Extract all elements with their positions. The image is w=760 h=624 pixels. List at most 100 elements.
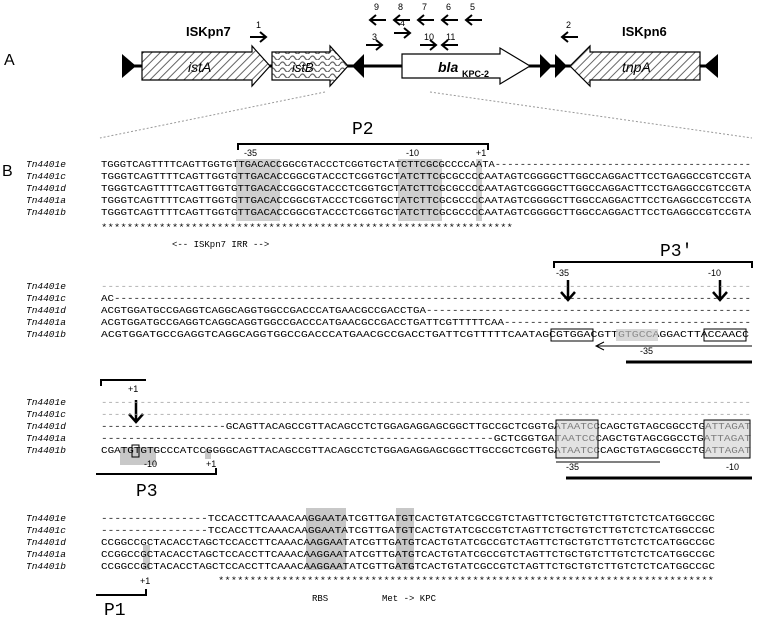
panel-a-label: A (4, 52, 15, 69)
primer-8-arrow (392, 14, 410, 26)
block3-minus10-box (120, 447, 156, 465)
block1-sequence: TGGGTCAGTTTTCAGTTGGTGTTGACACCGGCGTACCCTC… (101, 171, 751, 182)
block4-sequence: CCGGCCGCTACACCTAGCTCCACCTTCAAACAAGGAATAT… (101, 561, 715, 572)
bla-subscript: KPC-2 (462, 69, 489, 79)
zoom-line-left (99, 91, 326, 139)
block1-sequence: TGGGTCAGTTTTCAGTTGGTGTTGACACCGGCGTACCCTC… (101, 159, 751, 170)
block3-minus35: -35 (566, 462, 579, 472)
block4-plus1: +1 (140, 576, 150, 586)
primer-7-arrow (416, 14, 434, 26)
bla-label: bla (438, 59, 458, 75)
block4-identity-stars: ****************************************… (218, 575, 714, 586)
block2-minus35-frame (550, 328, 594, 342)
block3-plus1: +1 (128, 384, 138, 394)
p3prime-minus35-down-arrow (560, 280, 576, 302)
bla-kpc-arrow (401, 46, 532, 86)
primer-label-7: 7 (422, 2, 427, 12)
rbs-box (306, 508, 346, 570)
block2-minus10-frame (703, 328, 747, 342)
block1-minus35: -35 (244, 148, 257, 158)
block3-sequence: CGATGTGTGCCCATCCGGGGCAGTTACAGCCGTTACAGCC… (101, 445, 751, 456)
primer-arrows (250, 14, 578, 51)
istB-label: istB (292, 60, 314, 75)
primer-label-10: 10 (424, 32, 434, 42)
block1-row-label: Tn4401c (26, 171, 66, 182)
block1-plus1: +1 (476, 148, 486, 158)
p3prime-minus10-down-arrow (712, 280, 728, 302)
primer-4-arrow (394, 27, 412, 39)
rbs-label: RBS (312, 594, 328, 604)
block3-minus10-shade (704, 420, 750, 458)
block2-row-label: Tn4401a (26, 317, 66, 328)
block3-minus10-frame (703, 419, 751, 459)
start-codon-box (396, 508, 414, 570)
block2-row-label: Tn4401e (26, 281, 66, 292)
primer-11-arrow (440, 39, 458, 51)
primer-label-8: 8 (398, 2, 403, 12)
block2-sequence: AC--------------------------------------… (101, 293, 751, 304)
iskpn7-irr-label: <-- ISKpn7 IRR --> (172, 240, 269, 250)
p1-bracket (96, 589, 147, 596)
block3-plus1b: +1 (206, 459, 216, 469)
p3prime-label: P3′ (660, 242, 692, 262)
ir-triangle-right (704, 54, 718, 78)
block2-sequence: ACGTGGATGCCGAGGTCAGGCAGGTGGCCGACCCATGAAC… (101, 329, 749, 340)
block3-minus10b: -10 (726, 462, 739, 472)
block4-sequence: ----------------TCCACCTTCAAACAAGGAATATCG… (101, 525, 715, 536)
primer-6-arrow (440, 14, 458, 26)
block4-row-label: Tn4401d (26, 537, 66, 548)
block1-minus10: -10 (406, 148, 419, 158)
primer-1-arrow (250, 31, 268, 43)
block1-minus10-box (398, 159, 442, 221)
block3-row-label: Tn4401d (26, 421, 66, 432)
p3-bracket-top (100, 379, 146, 386)
block4-row-label: Tn4401c (26, 525, 66, 536)
block2-minus35-rev: -35 (640, 346, 653, 356)
block3-minus35-frame (555, 419, 599, 459)
istB-arrow (271, 44, 349, 88)
p1-label: P1 (104, 601, 126, 621)
ir-triangle-iskpn7-right (352, 54, 364, 78)
block2-reverse-arrow (594, 341, 752, 351)
block2-minus10: -10 (708, 268, 721, 278)
iskpn7-label: ISKpn7 (186, 24, 231, 39)
block4-row-label: Tn4401e (26, 513, 66, 524)
block3-row-label: Tn4401e (26, 397, 66, 408)
primer-label-3: 3 (372, 32, 377, 42)
primer-2-arrow (560, 31, 578, 43)
block3-sequence: -------------------GCAGTTACAGCCGTTACAGCC… (101, 421, 751, 432)
block1-sequence: TGGGTCAGTTTTCAGTTGGTGTTGACACCGGCGTACCCTC… (101, 207, 751, 218)
block4-sequence: CCGGCCGCTACACCTAGCTCCACCTTCAAACAAGGAATAT… (101, 549, 715, 560)
primer-10-arrow (420, 39, 438, 51)
p2-label: P2 (352, 120, 374, 140)
block3: Tn4401e Tn4401c Tn4401d Tn4401a Tn4401b … (26, 397, 751, 456)
ir-triangle-iskpn6-left (540, 54, 552, 78)
istA-arrow (141, 44, 271, 88)
block3-row-label: Tn4401b (26, 445, 66, 456)
block3-minus10: -10 (144, 459, 157, 469)
met-kpc-label: Met -> KPC (382, 594, 437, 604)
block4-sequence: ----------------TCCACCTTCAAACAAGGAATATCG… (101, 513, 715, 524)
block2-row-label: Tn4401c (26, 293, 66, 304)
block1-row-label: Tn4401a (26, 195, 66, 206)
block1-sequence: TGGGTCAGTTTTCAGTTGGTGTTGACACCGGCGTACCCTC… (101, 195, 751, 206)
ir-triangle-iskpn6-left2 (555, 54, 567, 78)
p2-bracket (237, 143, 489, 150)
block3-sequence: ----------------------------------------… (101, 433, 751, 444)
block2-sequence: ACGTGGATGCCGAGGTCAGGCAGGTGGCCGACCCATGAAC… (101, 317, 751, 328)
block3-sequence: ----------------------------------------… (101, 409, 751, 420)
p3-label: P3 (136, 482, 158, 502)
block1-row-label: Tn4401e (26, 159, 66, 170)
block3-tss-frame (131, 444, 140, 458)
primer-label-9: 9 (374, 2, 379, 12)
primer-label-5: 5 (470, 2, 475, 12)
block3-plus1-box (205, 449, 211, 459)
primer-label-1: 1 (256, 20, 261, 30)
block2-row-label: Tn4401b (26, 329, 66, 340)
p3prime-bracket (553, 261, 753, 268)
primer-label-4: 4 (400, 18, 405, 28)
iskpn6-label: ISKpn6 (622, 24, 667, 39)
block2: Tn4401e Tn4401c Tn4401d Tn4401a Tn4401b … (26, 281, 751, 340)
tnpA-arrow (569, 44, 701, 88)
